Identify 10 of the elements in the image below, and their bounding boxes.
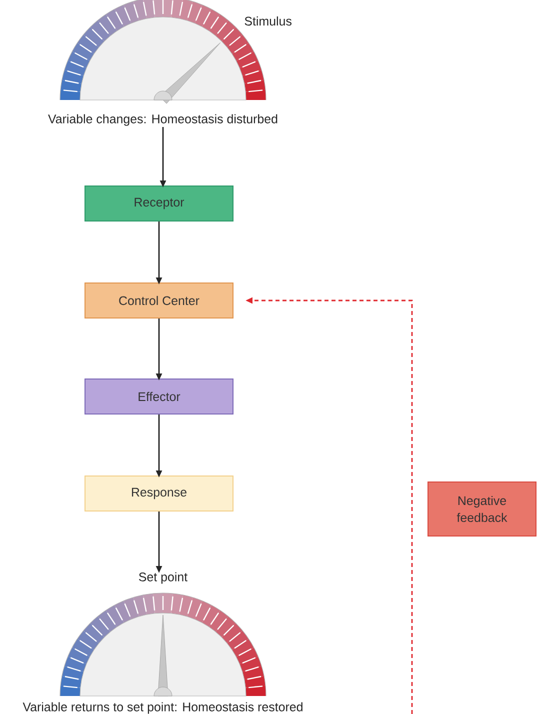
process-box: Control Center xyxy=(84,282,234,318)
process-box: Receptor xyxy=(84,186,234,222)
gauge-drawing xyxy=(60,592,266,696)
gauge-caption: Stimulus xyxy=(244,16,292,26)
step-label: Variable changes: Homeostasis disturbed xyxy=(48,114,278,126)
step-label: Set point xyxy=(138,572,188,584)
feedback-box: Negative feedback xyxy=(428,482,536,536)
gauge-caption: Variable returns to set point: Homeostasis restored xyxy=(22,702,302,714)
process-box: Response xyxy=(84,476,234,512)
process-box: Effector xyxy=(84,378,234,414)
